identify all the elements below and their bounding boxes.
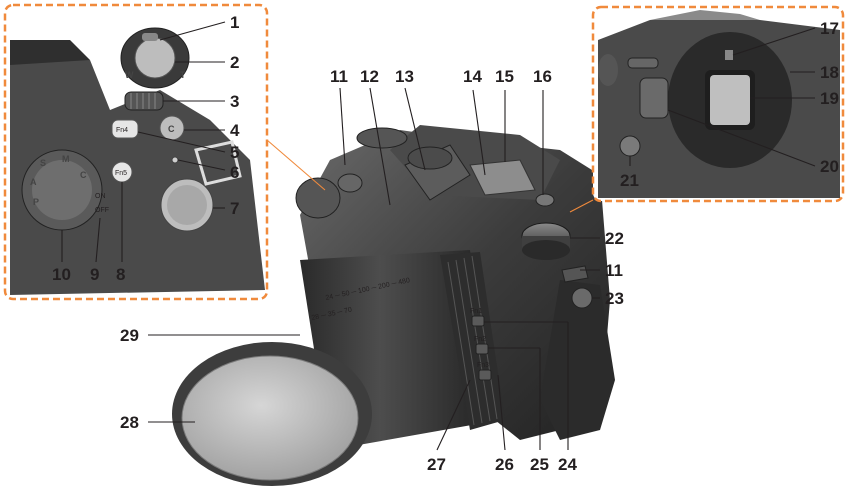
mode-letter-p: P [33,197,39,207]
mode-letter-m: M [62,154,70,164]
front-button [571,287,593,309]
inset-side-dial [598,54,618,86]
callout-9: 9 [90,265,99,284]
inset-shutter-button [134,37,176,79]
top-controls-inset: W T C Fn4 Fn5 S A P M C ON OFF [3,3,269,301]
callout-7: 7 [230,199,239,218]
inset-lever-1 [142,33,158,41]
shutter-button [295,177,341,219]
fn2-button [475,343,489,355]
zoom-lever-dial [337,173,363,193]
rear-dial-bottom [522,240,570,260]
leader-lines [61,21,816,451]
callout-1: 1 [230,13,239,32]
callout-16: 16 [533,67,552,86]
callout-11: 11 [330,67,348,86]
callout-15: 15 [495,67,514,86]
hot-shoe [469,159,536,196]
callout-6: 6 [230,163,239,182]
control-ring-knurl [447,255,498,426]
side-switch [535,193,555,207]
inset-edge [10,40,90,65]
callout-19: 19 [820,89,839,108]
callout-28: 28 [120,413,139,432]
callout-2: 2 [230,53,239,72]
inset-connectors [266,139,594,213]
zoom-w-label: W [125,70,134,80]
callout-22: 22 [605,229,624,248]
callout-5: 5 [230,143,239,162]
callout-21: 21 [620,171,639,190]
callout-14: 14 [463,67,482,86]
callout-27: 27 [427,455,446,474]
callout-10: 10 [52,265,71,284]
fn2-label: Fn2 [474,336,486,343]
fn3-button [478,369,492,381]
top-dial-2 [407,146,453,170]
callout-23: 23 [605,289,624,308]
callout-4: 4 [230,121,240,140]
callout-29: 29 [120,326,139,345]
fn5-label: Fn5 [115,170,127,177]
fn3-label: Fn3 [477,362,489,369]
mode-letter-s: S [40,158,46,168]
callout-13: 13 [395,67,414,86]
callout-18: 18 [820,63,839,82]
fn4-label: Fn4 [116,127,128,134]
inset-strap-lug [194,140,242,186]
inset-body [10,40,265,295]
callout-12: 12 [360,67,379,86]
lens-cap [181,355,359,481]
c-button-label: C [168,124,175,134]
camera-grip [540,280,615,440]
callout-17: 17 [820,19,839,38]
fn1-button [471,315,485,327]
callout-25: 25 [530,455,549,474]
callout-24: 24 [558,455,577,474]
inset-eyepiece-window [710,75,750,125]
callout-8: 8 [116,265,125,284]
inset-shoe [650,10,760,20]
inset-switch [627,57,659,69]
fn1-label: Fn1 [470,308,482,315]
inset-led [171,156,179,164]
callout-numbers: 1 2 3 4 5 6 7 8 9 10 11 12 13 14 15 16 1… [52,13,839,474]
mode-letter-c: C [80,170,87,180]
callout-20: 20 [820,157,839,176]
power-off-label: OFF [95,207,109,214]
control-ring [440,252,505,430]
power-on-label: ON [95,193,106,200]
rear-viewfinder-inset [591,5,845,203]
mode-letter-a: A [30,177,37,187]
camera-main: 24 ─ 50 ─ 100 ─ 200 ─ 480 28 ─ 35 ─ 70 F… [172,125,615,486]
callout-3: 3 [230,92,239,111]
top-dial [356,127,408,149]
inset-button-21 [619,135,641,157]
zoom-t-label: T [180,70,186,80]
callout-11-right: 11 [605,261,623,280]
inset-eye-sensor [725,50,733,60]
callout-26: 26 [495,455,514,474]
inset-fn4-button [111,119,139,139]
inset-dioptric-dial [639,77,669,119]
